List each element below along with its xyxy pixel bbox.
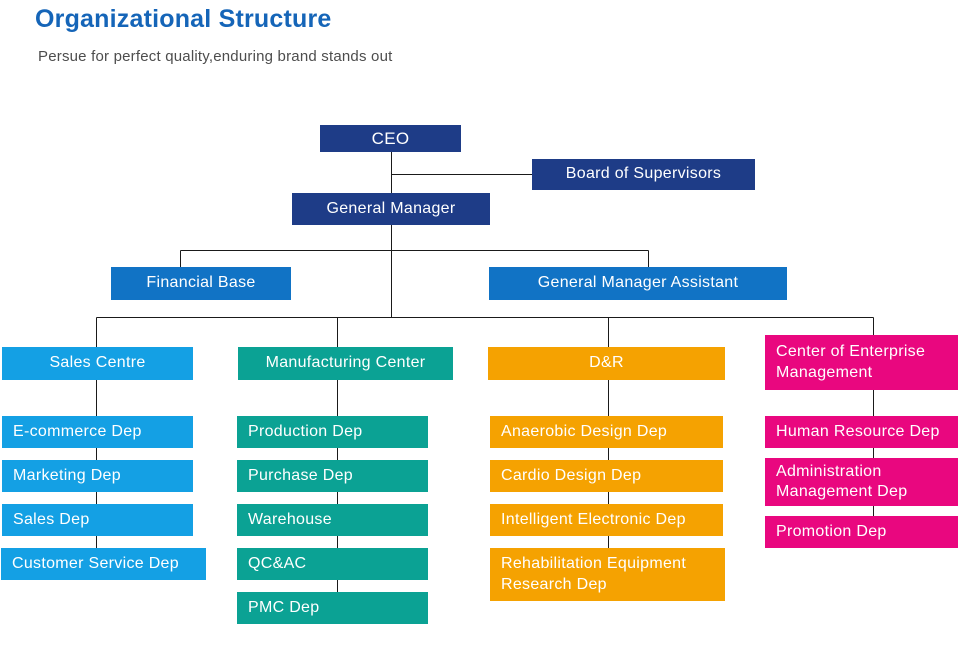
production-dep-box: Production Dep — [237, 416, 428, 448]
customer-service-dep-box: Customer Service Dep — [1, 548, 206, 580]
enterprise-management-header-box: Center of Enterprise Management — [765, 335, 958, 390]
e-commerce-dep-box: E-commerce Dep — [2, 416, 193, 448]
administration-management-dep-box: Administration Management Dep — [765, 458, 958, 506]
page-subtitle: Persue for perfect quality,enduring bran… — [38, 48, 393, 65]
financial-base-box: Financial Base — [111, 267, 291, 300]
marketing-dep-box: Marketing Dep — [2, 460, 193, 492]
general-manager-assistant-box: General Manager Assistant — [489, 267, 787, 300]
intelligent-electronic-dep-box: Intelligent Electronic Dep — [490, 504, 723, 536]
pmc-dep-box: PMC Dep — [237, 592, 428, 624]
qc-ac-box: QC&AC — [237, 548, 428, 580]
page-title: Organizational Structure — [35, 5, 332, 33]
sales-dep-box: Sales Dep — [2, 504, 193, 536]
anaerobic-design-dep-box: Anaerobic Design Dep — [490, 416, 723, 448]
dr-header-box: D&R — [488, 347, 725, 380]
human-resource-dep-box: Human Resource Dep — [765, 416, 958, 448]
cardio-design-dep-box: Cardio Design Dep — [490, 460, 723, 492]
rehabilitation-equipment-research-dep-box: Rehabilitation Equipment Research Dep — [490, 548, 725, 601]
promotion-dep-box: Promotion Dep — [765, 516, 958, 548]
warehouse-box: Warehouse — [237, 504, 428, 536]
sales-centre-header-box: Sales Centre — [2, 347, 193, 380]
ceo-box: CEO — [320, 125, 461, 152]
manufacturing-center-header-box: Manufacturing Center — [238, 347, 453, 380]
general-manager-box: General Manager — [292, 193, 490, 225]
purchase-dep-box: Purchase Dep — [237, 460, 428, 492]
board-of-supervisors-box: Board of Supervisors — [532, 159, 755, 190]
